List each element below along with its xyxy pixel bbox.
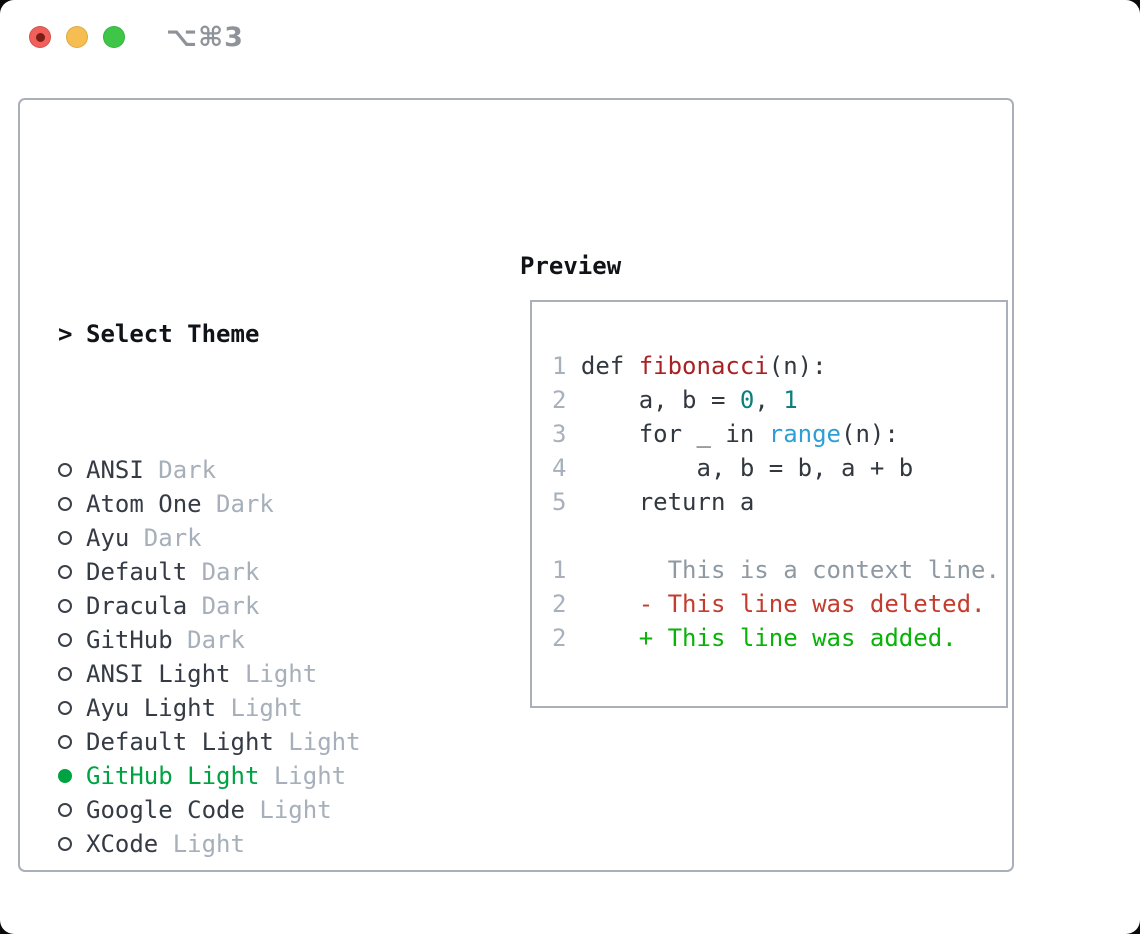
zoom-button[interactable] xyxy=(103,26,125,48)
prompt-icon: > xyxy=(58,320,73,348)
theme-name: Ayu Light xyxy=(86,694,217,722)
code-preview: 1 def fibonacci(n): 2 a, b = 0, 1 3 for _ … xyxy=(552,349,1006,655)
theme-variant: Light xyxy=(273,728,361,756)
code-line: 2 a, b = 0, 1 xyxy=(552,386,798,414)
code-line: 2 - This line was deleted. xyxy=(552,590,986,618)
theme-variant: Dark xyxy=(172,626,245,654)
radio-icon xyxy=(58,657,86,691)
theme-option-xcode[interactable]: XCode Light xyxy=(58,827,498,861)
theme-name: Google Code xyxy=(86,796,245,824)
code-line: 4 a, b = b, a + b xyxy=(552,454,914,482)
code-line: 1 def fibonacci(n): xyxy=(552,352,827,380)
code-line: 1 This is a context line. xyxy=(552,556,1000,584)
preview-pane: 1 def fibonacci(n): 2 a, b = 0, 1 3 for _ … xyxy=(530,300,1008,708)
theme-option-atom-one[interactable]: Atom One Dark xyxy=(58,487,498,521)
radio-icon xyxy=(58,521,86,555)
radio-icon xyxy=(58,827,86,861)
theme-name: GitHub Light xyxy=(86,762,260,790)
minimize-button[interactable] xyxy=(66,26,88,48)
theme-option-dracula[interactable]: Dracula Dark xyxy=(58,589,498,623)
radio-icon xyxy=(58,555,86,589)
code-line xyxy=(552,519,1006,553)
titlebar: ⌥⌘3 xyxy=(0,0,1140,74)
theme-option-default-light[interactable]: Default Light Light xyxy=(58,725,498,759)
theme-name: Dracula xyxy=(86,592,188,620)
radio-selected-icon xyxy=(58,759,86,793)
theme-option-ayu[interactable]: Ayu Dark xyxy=(58,521,498,555)
theme-name: Ayu xyxy=(86,524,130,552)
radio-icon xyxy=(58,725,86,759)
theme-variant: Light xyxy=(244,796,332,824)
theme-name: XCode xyxy=(86,830,159,858)
window-title: ⌥⌘3 xyxy=(166,22,244,53)
select-theme-header: > Select Theme xyxy=(58,317,498,351)
radio-icon xyxy=(58,487,86,521)
theme-name: ANSI xyxy=(86,456,144,484)
preview-label: Preview xyxy=(520,252,622,280)
theme-option-github-light[interactable]: GitHub Light Light xyxy=(58,759,498,793)
theme-variant: Dark xyxy=(187,592,260,620)
theme-name: Atom One xyxy=(86,490,202,518)
theme-option-google-code[interactable]: Google Code Light xyxy=(58,793,498,827)
theme-variant: Light xyxy=(259,762,347,790)
radio-icon xyxy=(58,453,86,487)
radio-icon xyxy=(58,793,86,827)
theme-name: ANSI Light xyxy=(86,660,231,688)
theme-name: GitHub xyxy=(86,626,173,654)
theme-variant: Light xyxy=(230,660,318,688)
theme-name: Default xyxy=(86,558,188,586)
theme-option-ansi[interactable]: ANSI Dark xyxy=(58,453,498,487)
theme-variant: Dark xyxy=(143,456,217,484)
code-line: 3 for _ in range(n): xyxy=(552,420,899,448)
theme-name: Default Light xyxy=(86,728,274,756)
code-line: 5 return a xyxy=(552,488,755,516)
close-button[interactable] xyxy=(29,26,51,48)
theme-option-ayu-light[interactable]: Ayu Light Light xyxy=(58,691,498,725)
theme-option-ansi-light[interactable]: ANSI Light Light xyxy=(58,657,498,691)
radio-icon xyxy=(58,589,86,623)
radio-icon xyxy=(58,691,86,725)
radio-icon xyxy=(58,623,86,657)
theme-variant: Dark xyxy=(129,524,202,552)
theme-variant: Dark xyxy=(201,490,274,518)
select-theme-label: Select Theme xyxy=(86,320,260,348)
theme-option-default[interactable]: Default Dark xyxy=(58,555,498,589)
code-line: 2 + This line was added. xyxy=(552,624,957,652)
theme-variant: Light xyxy=(216,694,303,722)
theme-variant: Light xyxy=(158,830,245,858)
theme-option-github[interactable]: GitHub Dark xyxy=(58,623,498,657)
theme-variant: Dark xyxy=(187,558,260,586)
